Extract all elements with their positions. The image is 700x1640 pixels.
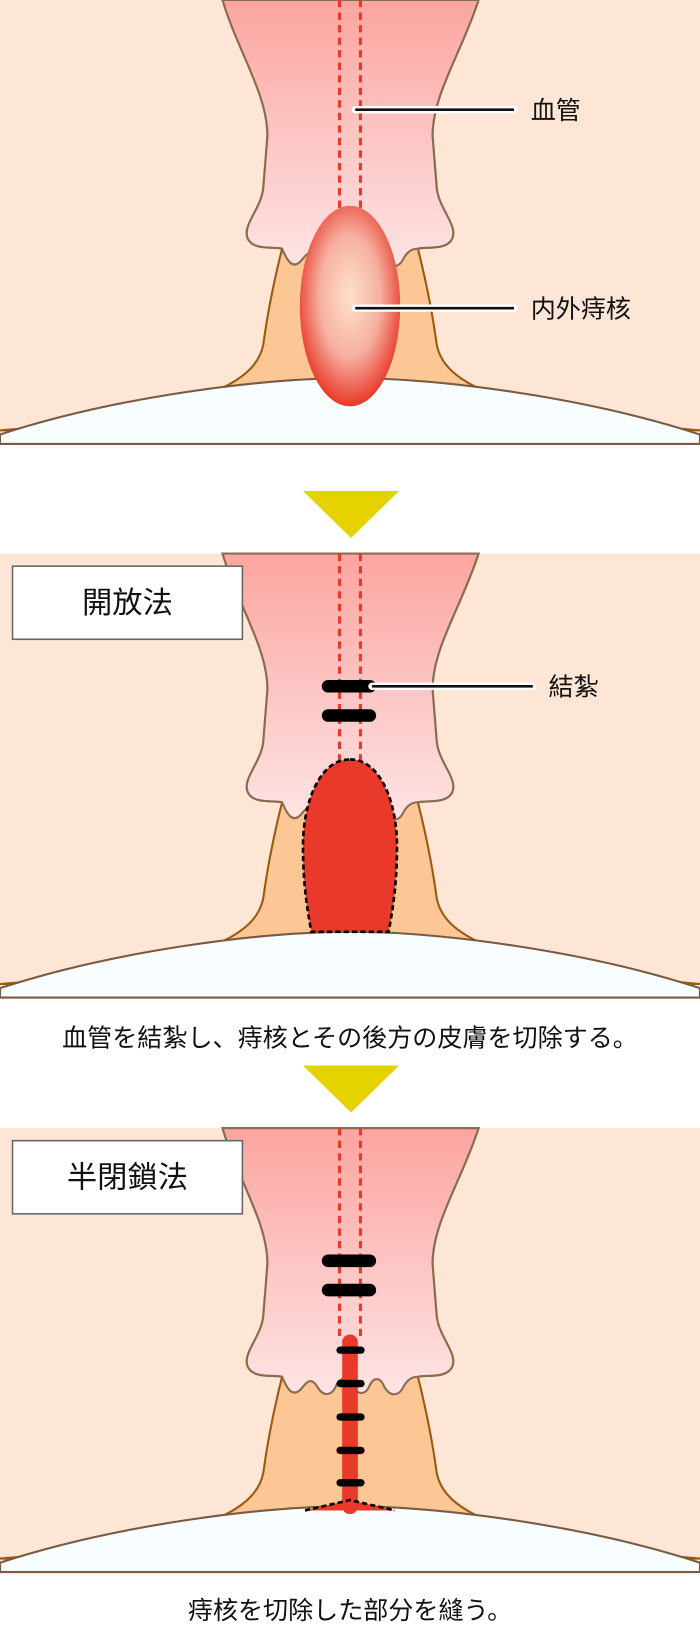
hemorrhoid: [299, 205, 401, 407]
excised-area: [301, 758, 399, 934]
panel-semi-closed-method: 半閉鎖法: [0, 1127, 700, 1574]
caption-open-method: 血管を結紮し、痔核とその後方の皮膚を切除する。: [62, 1024, 638, 1053]
panel-open-method: 結紮 開放法: [0, 552, 700, 999]
ligature: [321, 680, 377, 693]
ligature: [321, 1254, 377, 1268]
ligature: [321, 709, 377, 722]
caption-semi-closed-method: 痔核を切除した部分を縫う。: [188, 1596, 512, 1625]
label-vessel: 血管: [531, 96, 581, 125]
method-label-box: [11, 1139, 244, 1215]
method-semi-closed: 半閉鎖法: [67, 1161, 188, 1196]
panel-before: 血管 内外痔核: [0, 0, 700, 445]
stitches: [336, 1346, 365, 1487]
method-label-box: [11, 565, 244, 641]
label-hemorrhoid: 内外痔核: [531, 295, 631, 324]
excision-margin: [304, 1498, 396, 1512]
down-arrow-icon: [302, 1065, 400, 1113]
ligature: [321, 1283, 377, 1297]
method-open: 開放法: [82, 586, 173, 621]
label-ligation: 結紮: [549, 673, 599, 702]
down-arrow-icon: [302, 490, 400, 538]
